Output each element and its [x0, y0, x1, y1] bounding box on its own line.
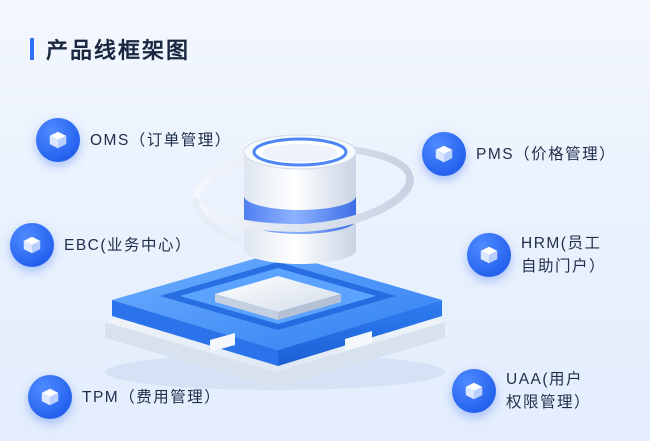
item-tpm: TPM（费用管理） [28, 375, 221, 419]
badge [467, 233, 511, 277]
item-hrm: HRM(员工自助门户） [467, 232, 606, 278]
item-pms: PMS（价格管理） [422, 132, 616, 176]
item-label: UAA(用户权限管理） [506, 371, 592, 411]
item-uaa: UAA(用户权限管理） [452, 368, 591, 414]
page-title: 产品线框架图 [46, 38, 191, 63]
box-icon [41, 388, 59, 406]
item-label: TPM（费用管理） [82, 388, 222, 406]
box-icon [49, 131, 67, 149]
box-icon [435, 145, 453, 163]
item-oms: OMS（订单管理） [36, 118, 232, 162]
box-icon [465, 382, 483, 400]
item-label: HRM(员工自助门户） [521, 235, 607, 275]
box-icon [480, 246, 498, 264]
badge [28, 375, 72, 419]
item-ebc: EBC(业务中心） [10, 223, 192, 267]
box-icon [23, 236, 41, 254]
item-label: PMS（价格管理） [476, 145, 617, 163]
item-label: OMS（订单管理） [90, 131, 232, 149]
badge [10, 223, 54, 267]
badge [452, 369, 496, 413]
badge [422, 132, 466, 176]
badge [36, 118, 80, 162]
item-label: EBC(业务中心） [64, 236, 193, 254]
title-accent-bar [30, 38, 34, 60]
